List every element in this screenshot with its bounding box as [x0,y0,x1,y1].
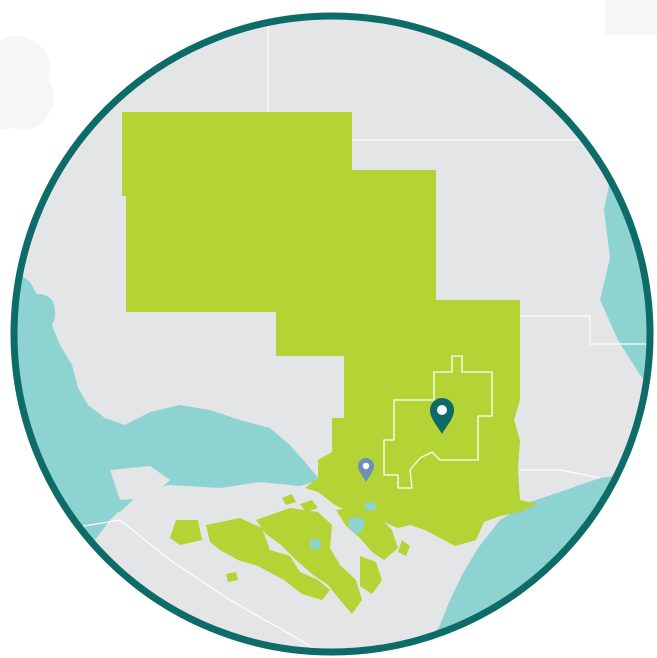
outer-land [0,0,657,131]
region-lakes [310,502,378,550]
highlighted-region [122,112,538,546]
map-frame-ring [10,12,654,656]
map-pin-icon[interactable] [358,458,374,482]
map-pin-icon[interactable] [430,398,454,434]
inlet-west [28,294,56,332]
inner-subregion-outline [383,355,493,489]
peninsula-south [110,466,170,500]
